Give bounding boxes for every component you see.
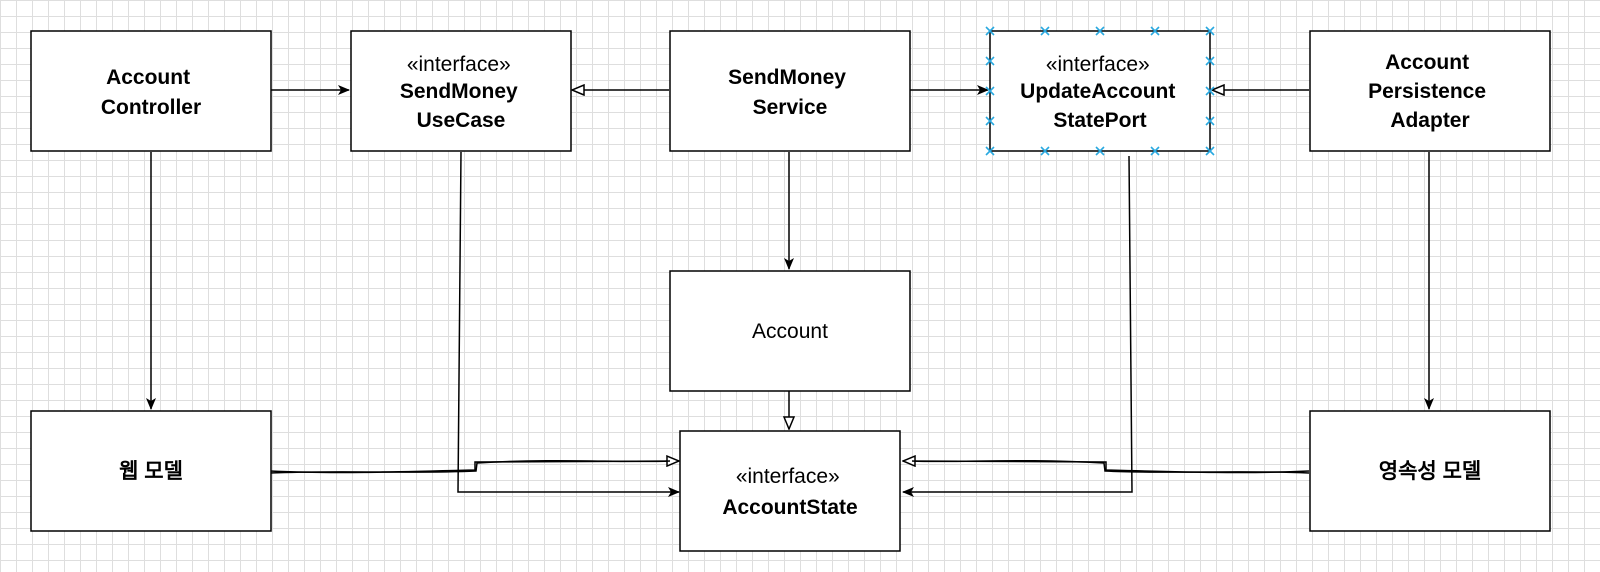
node-line: AccountState [722,496,857,519]
node-stereotype: «interface» [407,53,511,76]
node-line: 영속성 모델 [1379,460,1481,483]
node-stereotype: «interface» [736,465,840,488]
selection-handles[interactable] [985,26,1215,156]
selection-handle[interactable] [1205,116,1215,126]
selection-handle[interactable] [1150,26,1160,36]
node-persistence-model[interactable]: 영속성 모델 [1309,410,1551,532]
node-line: SendMoney [400,80,518,103]
node-account-controller[interactable]: Account Controller [30,30,272,152]
node-account[interactable]: Account [669,270,911,392]
selection-handle[interactable] [985,56,995,66]
selection-handle[interactable] [985,26,995,36]
selection-handle[interactable] [1205,26,1215,36]
node-account-persistence-adapter[interactable]: Account Persistence Adapter [1309,30,1551,152]
node-line: 웹 모델 [119,460,183,483]
selection-handle[interactable] [1040,26,1050,36]
node-line: Persistence [1368,80,1486,103]
node-line: StatePort [1053,109,1146,132]
selection-handle[interactable] [985,86,995,96]
edge-port-to-accountstate[interactable] [902,155,1133,497]
edge-web-model-sketch-stroke [269,459,671,474]
selection-handle[interactable] [1205,86,1215,96]
node-send-money-use-case[interactable]: «interface» SendMoney UseCase [350,30,572,152]
svg-text:«interface» UpdateAccoun: «interface» UpdateAccount StatePort [1020,53,1180,132]
selection-handle[interactable] [1095,146,1105,156]
node-line: Service [753,96,828,119]
node-line: Account [752,320,828,343]
node-web-model[interactable]: 웹 모델 [30,410,272,532]
node-send-money-service[interactable]: SendMoney Service [669,30,911,152]
edges [146,90,1434,497]
node-line: UseCase [417,109,506,132]
selection-handle[interactable] [985,146,995,156]
node-stereotype: «interface» [1046,53,1150,76]
selection-handle[interactable] [1205,146,1215,156]
svg-text:«interface» AccountState: «interface» AccountState [722,465,857,519]
node-update-account-state-port[interactable]: «interface» UpdateAccount StatePort [985,26,1215,156]
selection-handle[interactable] [1205,56,1215,66]
node-line: SendMoney [728,66,846,89]
selection-handle[interactable] [1095,26,1105,36]
svg-text:«interface» SendMoney: «interface» SendMoney UseCase [400,53,522,132]
node-line: Account [106,66,190,89]
selection-handle[interactable] [985,116,995,126]
edge-usecase-to-accountstate[interactable] [457,151,680,497]
selection-handle[interactable] [1040,146,1050,156]
svg-text:Account Controller: Account Controller [101,66,201,119]
node-line: Controller [101,96,201,119]
selection-handle[interactable] [1150,146,1160,156]
node-line: Adapter [1390,109,1469,132]
svg-text:SendMoney Service: SendMoney Service [728,66,852,119]
edge-persistence-model-sketch-stroke [911,459,1310,474]
node-line: Account [1385,51,1469,74]
node-account-state[interactable]: «interface» AccountState [679,430,901,552]
svg-text:Account Persistence: Account Persistence Adapter [1368,51,1492,132]
node-line: UpdateAccount [1020,80,1175,103]
